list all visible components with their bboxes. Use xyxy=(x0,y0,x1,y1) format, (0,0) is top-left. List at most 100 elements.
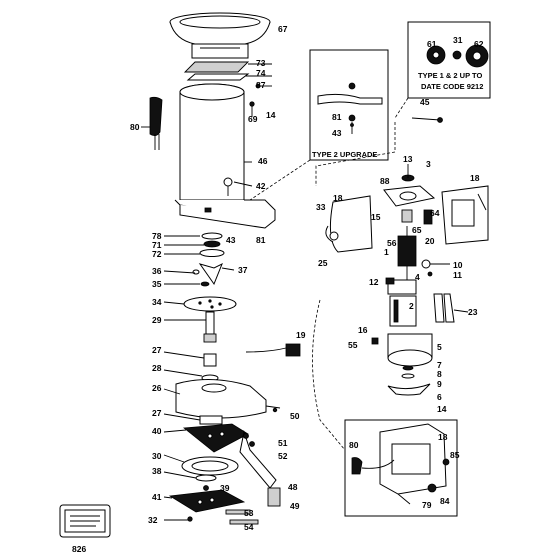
screw-69 xyxy=(249,101,255,117)
callout-35: 35 xyxy=(152,279,162,289)
feet-32-53-54 xyxy=(187,509,259,525)
type2-upgrade-box xyxy=(249,49,389,201)
type1-gear-box xyxy=(394,21,491,119)
callout-19: 19 xyxy=(296,330,306,340)
motor-armature xyxy=(387,226,433,396)
document-code: 826 xyxy=(72,544,86,554)
box-captions: TYPE 1 & 2 UP TO DATE CODE 9212 TYPE 2 U… xyxy=(72,71,483,554)
cord-inset-box xyxy=(344,419,458,517)
callout-73: 73 xyxy=(256,58,266,68)
callout-18: 18 xyxy=(438,432,448,442)
type2-caption: TYPE 2 UPGRADE xyxy=(312,150,377,159)
motor-cover-33 xyxy=(325,195,373,253)
callout-48: 48 xyxy=(288,482,298,492)
type1-caption-line2: DATE CODE 9212 xyxy=(421,82,483,91)
base-26 xyxy=(175,378,281,425)
callout-16: 16 xyxy=(358,325,368,335)
gear-40 xyxy=(182,423,249,453)
callout-40: 40 xyxy=(152,426,162,436)
callout-65: 65 xyxy=(412,225,422,235)
callout-9: 9 xyxy=(437,379,442,389)
callout-26: 26 xyxy=(152,383,162,393)
callout-2: 2 xyxy=(409,301,414,311)
cord-clip-80 xyxy=(141,96,163,150)
callout-49: 49 xyxy=(290,501,300,511)
hopper-gaskets xyxy=(183,61,272,89)
callout-53: 53 xyxy=(244,508,254,518)
callout-84: 84 xyxy=(440,496,450,506)
bearings-27-28 xyxy=(201,353,219,382)
shaft-29 xyxy=(203,311,217,343)
callout-80: 80 xyxy=(130,122,140,132)
pin-45 xyxy=(411,117,443,123)
callout-6: 6 xyxy=(437,392,442,402)
agitator-37 xyxy=(192,262,235,287)
callout-55: 55 xyxy=(348,340,358,350)
callout-25: 25 xyxy=(318,258,328,268)
callout-42: 42 xyxy=(256,181,266,191)
callout-67: 67 xyxy=(278,24,288,34)
callout-37: 37 xyxy=(238,265,248,275)
callout-32: 32 xyxy=(148,515,158,525)
callout-50: 50 xyxy=(290,411,300,421)
callout-11: 11 xyxy=(453,270,462,280)
callout-62: 62 xyxy=(474,39,484,49)
switch-bracket-18 xyxy=(441,185,489,245)
callout-13: 13 xyxy=(403,154,413,164)
motor-top-bracket xyxy=(383,164,436,225)
washers-78-71-72 xyxy=(164,232,225,257)
callout-18: 18 xyxy=(470,173,480,183)
callout-43: 43 xyxy=(332,128,342,138)
callout-88: 88 xyxy=(380,176,390,186)
callout-61: 61 xyxy=(427,39,437,49)
callout-81: 81 xyxy=(332,112,342,122)
motor-lead-19 xyxy=(245,343,301,357)
callout-74: 74 xyxy=(256,68,266,78)
callout-54: 54 xyxy=(244,522,254,532)
callout-51: 51 xyxy=(278,438,288,448)
parts-38-39 xyxy=(195,474,217,491)
callout-14: 14 xyxy=(266,110,276,120)
callout-27: 27 xyxy=(152,345,162,355)
callout-36: 36 xyxy=(152,266,162,276)
main-housing xyxy=(174,83,276,229)
callout-52: 52 xyxy=(278,451,288,461)
callout-8: 8 xyxy=(437,369,442,379)
bracket-23 xyxy=(433,293,469,323)
callout-7: 7 xyxy=(437,360,442,370)
callout-45: 45 xyxy=(420,97,430,107)
callout-10: 10 xyxy=(453,260,463,270)
callout-34: 34 xyxy=(152,297,162,307)
callout-1: 1 xyxy=(384,247,389,257)
callout-85: 85 xyxy=(450,450,460,460)
type1-caption-line1: TYPE 1 & 2 UP TO xyxy=(418,71,482,80)
callout-3: 3 xyxy=(426,159,431,169)
lever-48 xyxy=(239,430,281,507)
callout-4: 4 xyxy=(415,272,420,282)
callout-79: 79 xyxy=(422,500,432,510)
callout-41: 41 xyxy=(152,492,162,502)
callout-15: 15 xyxy=(371,212,381,222)
burr-plate-34 xyxy=(183,296,237,312)
callout-18: 18 xyxy=(333,193,343,203)
hopper-lid xyxy=(169,12,271,59)
callout-43: 43 xyxy=(226,235,236,245)
callout-30: 30 xyxy=(152,451,162,461)
callout-71: 71 xyxy=(152,240,162,250)
document-icon xyxy=(59,504,111,538)
callout-81: 81 xyxy=(256,235,266,245)
brushes xyxy=(371,259,450,345)
callout-64: 64 xyxy=(430,208,440,218)
callout-38: 38 xyxy=(152,466,162,476)
callout-23: 23 xyxy=(468,307,478,317)
callout-33: 33 xyxy=(316,202,326,212)
callout-72: 72 xyxy=(152,249,162,259)
callout-5: 5 xyxy=(437,342,442,352)
callout-69: 69 xyxy=(248,114,258,124)
callout-29: 29 xyxy=(152,315,162,325)
callout-31: 31 xyxy=(453,35,463,45)
callout-78: 78 xyxy=(152,231,162,241)
ring-30 xyxy=(181,456,239,476)
